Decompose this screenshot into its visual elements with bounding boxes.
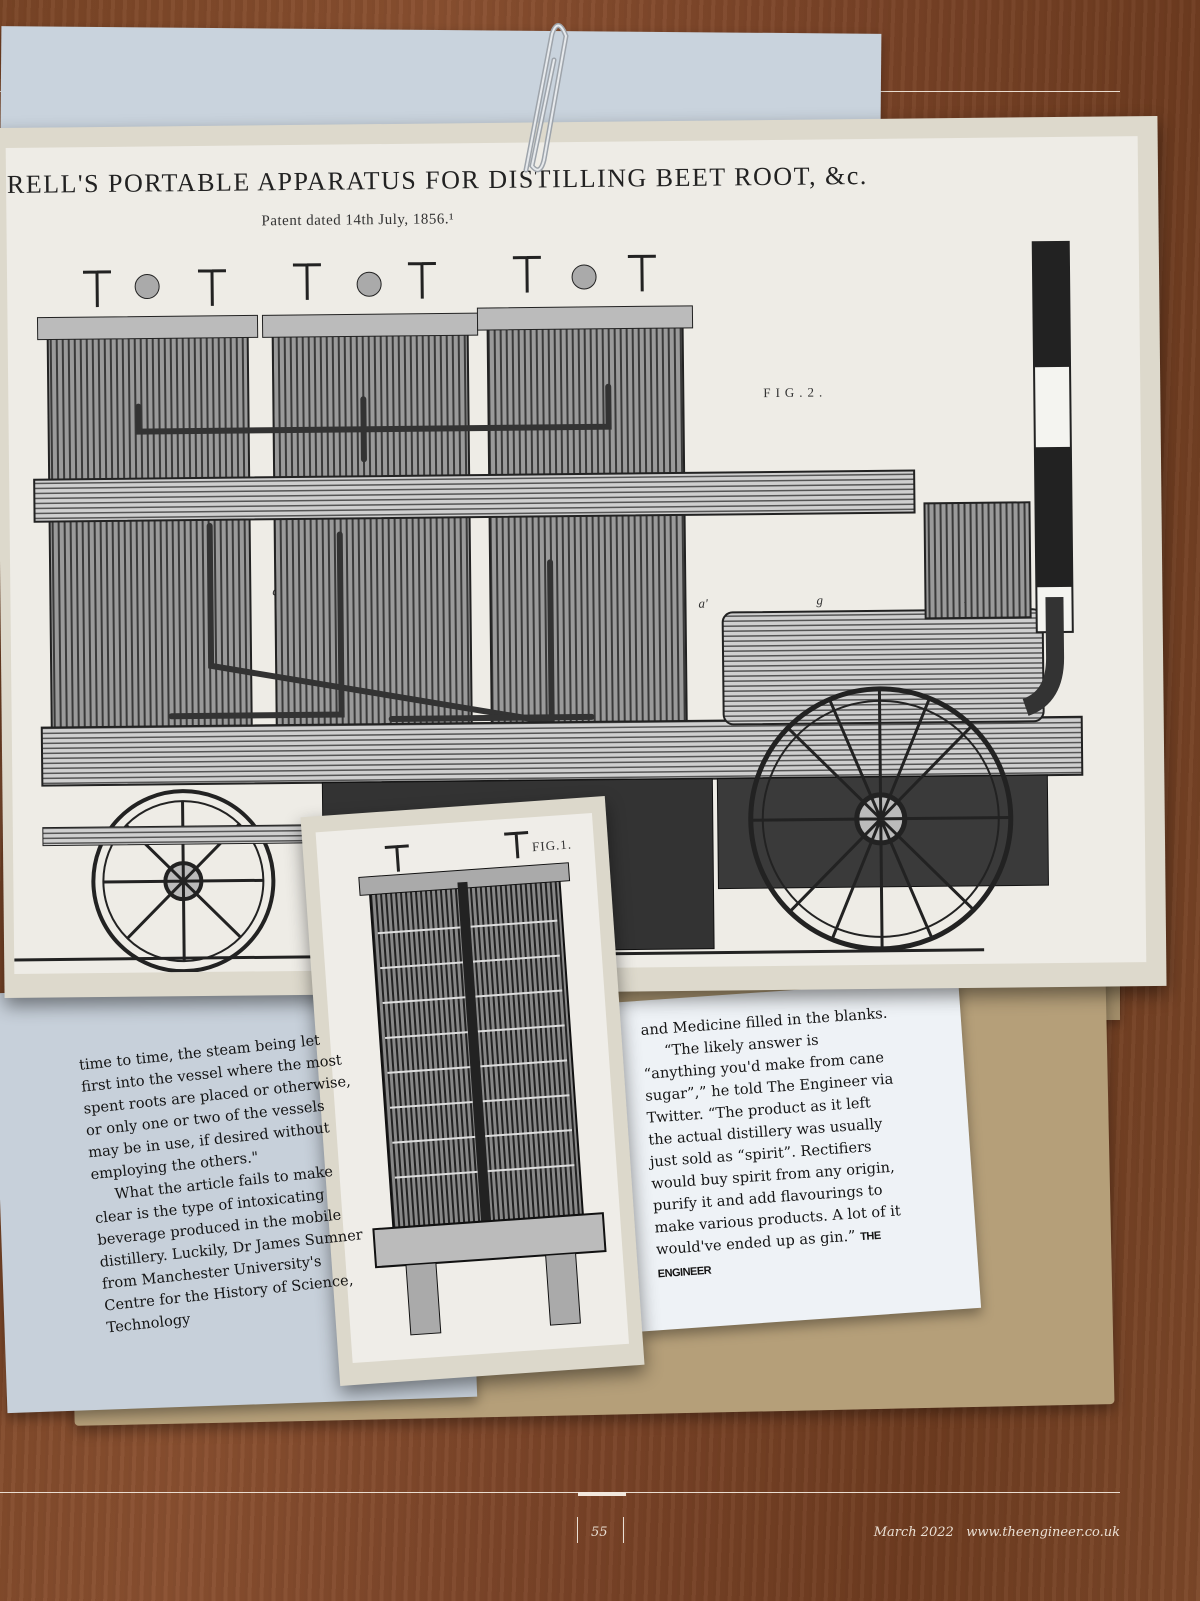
inset-engraving-photo: FIG.1. [300,796,645,1386]
article-paragraph-text: “The likely answer is “anything you'd ma… [643,1031,902,1259]
small-wheel [91,789,276,974]
paper-clip-icon [523,23,569,173]
article-paragraph: What the article fails to make clear is … [94,1163,364,1337]
page-number: 55 [591,1525,608,1540]
issue-date: March 2022 [873,1525,954,1540]
page-footer: 55 March 2022 www.theengineer.co.uk [0,1492,1120,1565]
footer-divider [623,1517,624,1543]
article-paragraph-final: “The likely answer is “anything you'd ma… [642,1025,908,1286]
vessel-cross-section-drawing [358,830,607,1336]
footer-issue-info: March 2022 www.theengineer.co.uk [874,1525,1120,1540]
bottom-rule [0,1492,1120,1493]
website-link[interactable]: www.theengineer.co.uk [966,1525,1120,1540]
article-column-right: and Medicine filled in the blanks. “The … [640,1003,908,1286]
large-wheel [748,686,1014,952]
footer-accent-tick [578,1492,626,1496]
footer-divider [577,1517,578,1543]
article-column-left: time to time, the steam being let first … [78,1027,376,1340]
